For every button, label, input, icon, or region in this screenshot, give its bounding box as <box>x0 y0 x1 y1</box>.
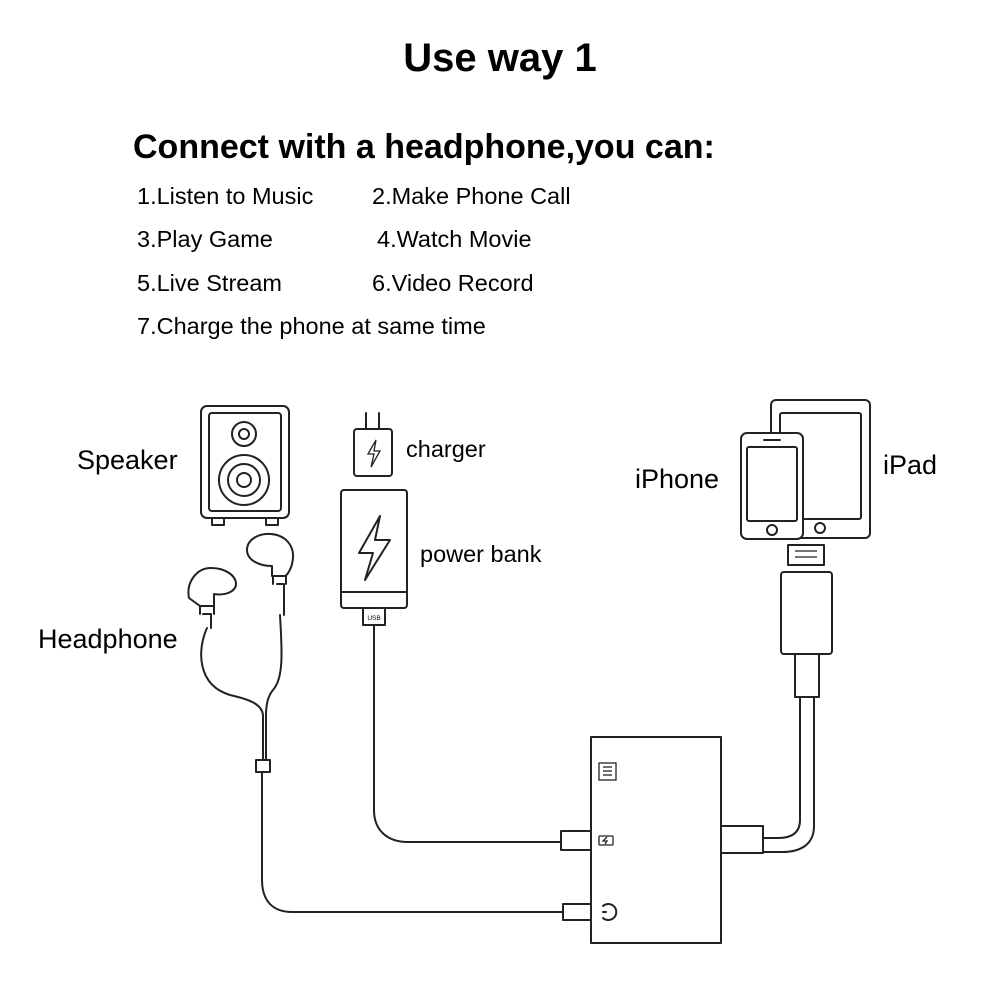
feature-item: 1.Listen to Music <box>137 183 314 209</box>
feature-item: 5.Live Stream <box>137 270 282 296</box>
wall-charger-icon <box>353 412 393 477</box>
feature-item: 6.Video Record <box>372 270 534 296</box>
power-bank-icon: USB <box>340 489 562 843</box>
iphone-label: iPhone <box>635 464 720 494</box>
iphone-icon <box>740 432 804 540</box>
speaker-icon <box>200 405 290 526</box>
adapter-splitter-icon <box>560 736 764 944</box>
page-title: Use way 1 <box>403 36 597 80</box>
headphone-label: Headphone <box>38 624 178 654</box>
power-bank-label: power bank <box>420 541 542 567</box>
feature-item: 2.Make Phone Call <box>372 183 571 209</box>
feature-item: 7.Charge the phone at same time <box>137 313 486 339</box>
ipad-label: iPad <box>883 450 938 480</box>
feature-item: 4.Watch Movie <box>377 226 532 252</box>
earphones-icon <box>187 532 564 913</box>
feature-item: 3.Play Game <box>137 226 273 252</box>
lightning-plug-icon <box>762 544 833 853</box>
charger-label: charger <box>406 436 486 462</box>
speaker-label: Speaker <box>77 445 178 475</box>
subtitle: Connect with a headphone,you can: <box>133 128 715 166</box>
usb-port-label: USB <box>367 615 380 622</box>
